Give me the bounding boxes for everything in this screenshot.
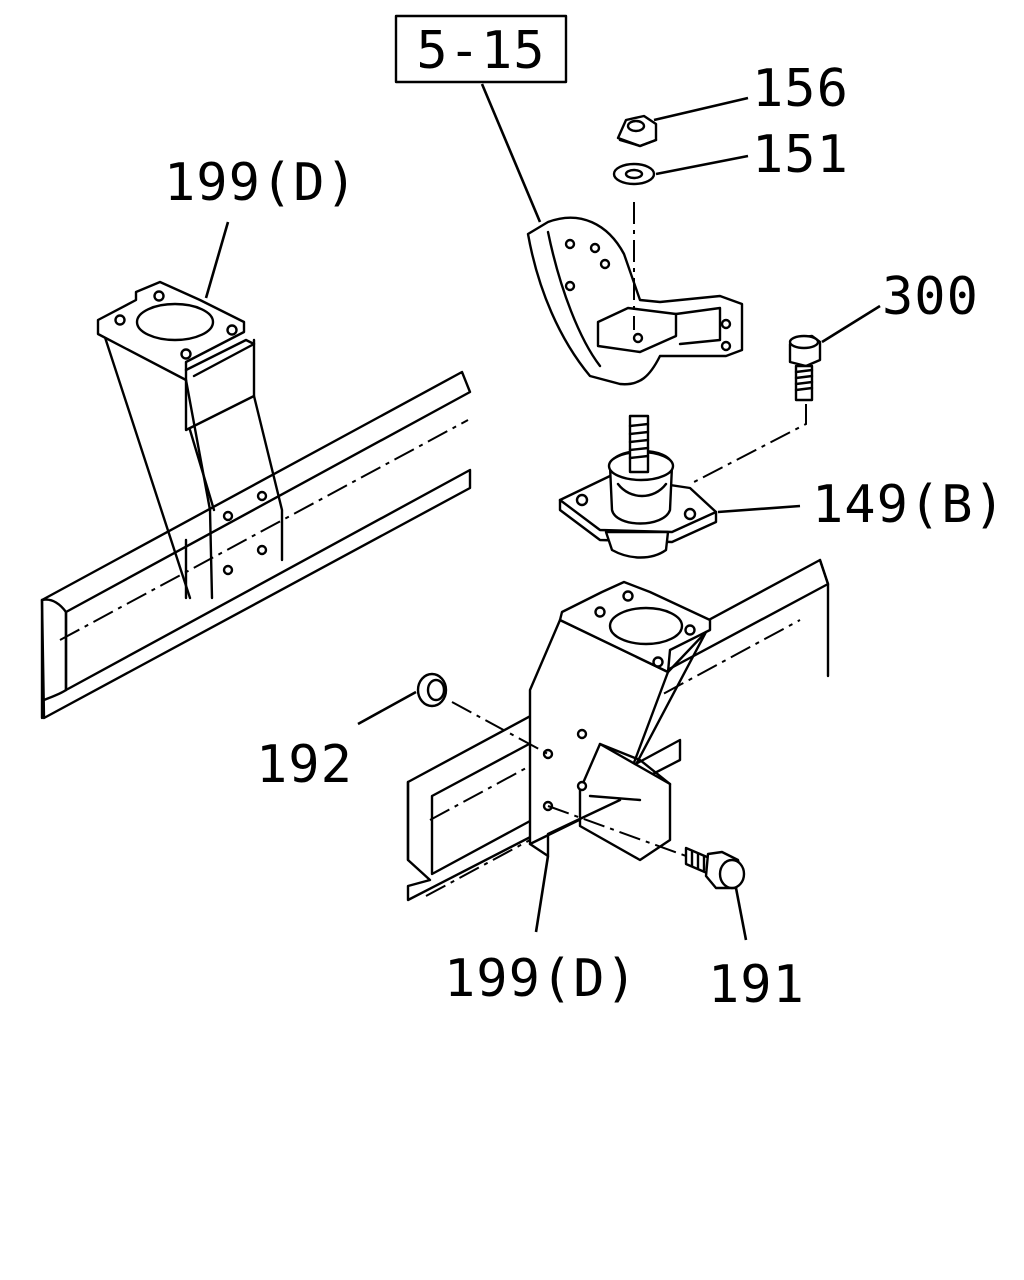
left-mounting-bracket <box>96 280 284 600</box>
centerline-bolt <box>693 404 807 483</box>
centerline-192 <box>451 701 549 755</box>
lower-mounting-bracket <box>528 580 712 862</box>
reference-box-label: 5-15 <box>416 21 545 81</box>
bolt-191 <box>684 846 746 890</box>
callout-199d-bottom[interactable]: 199(D) <box>444 949 638 1009</box>
leader-lines <box>204 83 881 941</box>
callout-199d-top[interactable]: 199(D) <box>164 153 358 213</box>
callout-300[interactable]: 300 <box>882 267 979 327</box>
bolt-300 <box>788 334 822 402</box>
callout-191[interactable]: 191 <box>708 955 805 1015</box>
rubber-mount-149b <box>558 414 718 559</box>
upper-engine-bracket <box>526 216 744 386</box>
callout-151[interactable]: 151 <box>752 125 849 185</box>
flange-nut-156 <box>616 114 658 148</box>
left-frame-rail <box>40 370 472 720</box>
callout-149b[interactable]: 149(B) <box>812 475 1006 535</box>
centerline-191 <box>547 805 687 857</box>
callout-156[interactable]: 156 <box>752 59 849 119</box>
washer-151 <box>612 162 656 186</box>
reference-box[interactable]: 5-15 <box>394 14 568 84</box>
callout-192[interactable]: 192 <box>256 735 353 795</box>
flange-nut-192 <box>416 672 448 708</box>
